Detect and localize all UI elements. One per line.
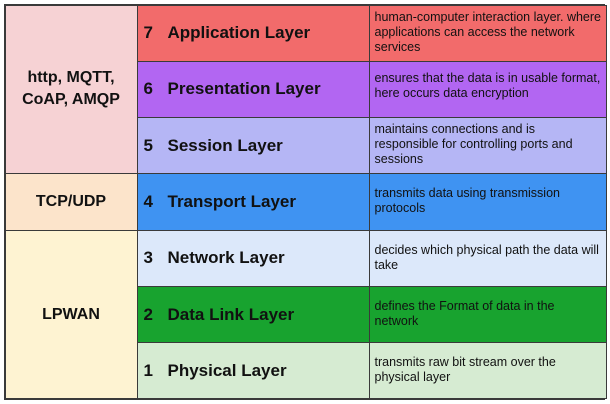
layer-7-description: human-computer interaction layer. where … (368, 4, 607, 62)
layer-1-name-cell: 1 Physical Layer (136, 342, 370, 400)
layer-6-name-cell: 6 Presentation Layer (136, 60, 370, 119)
layer-number: 6 (143, 79, 153, 99)
layer-4-name-cell: 4 Transport Layer (136, 173, 370, 231)
layer-number: 5 (143, 135, 153, 155)
layer-6-description: ensures that the data is in usable forma… (368, 60, 607, 119)
layer-name: Physical Layer (167, 360, 287, 380)
layer-number: 2 (143, 304, 153, 324)
layer-name: Data Link Layer (167, 304, 295, 324)
layer-3-description: decides which physical path the data wil… (368, 229, 607, 287)
protocol-group-lpwan: LPWAN (4, 229, 138, 400)
protocol-group-application: http, MQTT, CoAP, AMQP (4, 4, 138, 175)
layer-name: Presentation Layer (167, 79, 321, 99)
layer-name: Network Layer (167, 248, 285, 268)
layer-number: 4 (143, 191, 153, 211)
layer-number: 1 (143, 360, 153, 380)
layer-2-name-cell: 2 Data Link Layer (136, 285, 370, 344)
layer-5-name-cell: 5 Session Layer (136, 117, 370, 175)
layer-5-description: maintains connections and is responsible… (368, 117, 607, 175)
layer-name: Application Layer (167, 23, 311, 43)
layer-2-description: defines the Format of data in the networ… (368, 285, 607, 344)
protocol-group-transport: TCP/UDP (4, 173, 138, 231)
layer-name: Session Layer (167, 135, 283, 155)
layer-1-description: transmits raw bit stream over the physic… (368, 342, 607, 400)
layer-4-description: transmits data using transmission protoc… (368, 173, 607, 231)
layer-number: 7 (143, 23, 153, 43)
layer-name: Transport Layer (167, 191, 297, 211)
layer-number: 3 (143, 248, 153, 268)
layer-3-name-cell: 3 Network Layer (136, 229, 370, 287)
layer-7-name-cell: 7 Application Layer (136, 4, 370, 62)
osi-model-diagram: http, MQTT, CoAP, AMQP TCP/UDP LPWAN 7 A… (4, 4, 607, 400)
